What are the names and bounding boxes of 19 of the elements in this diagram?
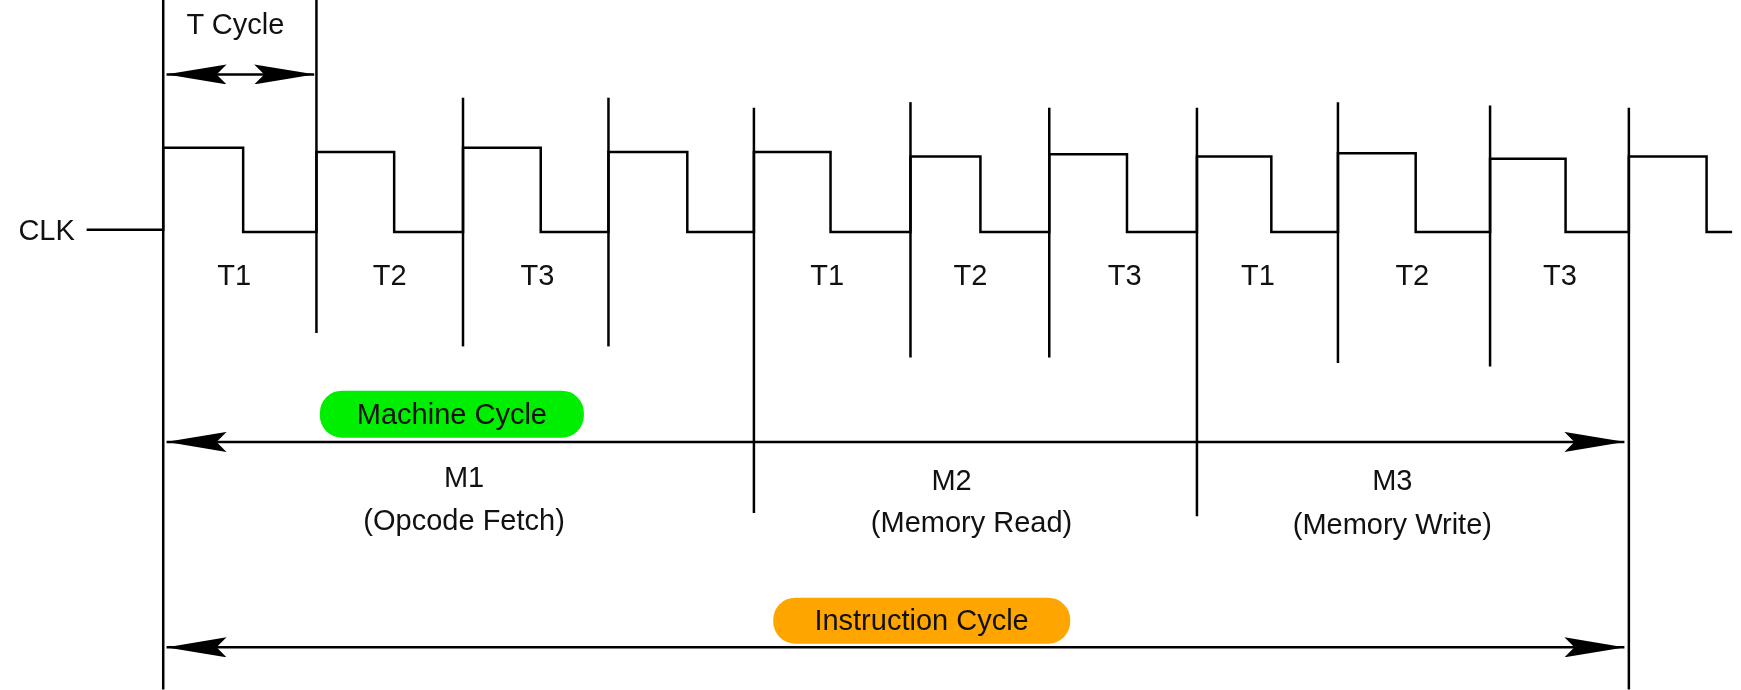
instruction-cycle-tag: Instruction Cycle	[772, 597, 1071, 644]
machine-cycle-label: (Memory Read)	[870, 507, 1073, 537]
t-state-label: T3	[1543, 260, 1577, 290]
t-state-label: T1	[810, 260, 845, 290]
t-state-label: T2	[372, 260, 407, 290]
machine-cycle-label: (Opcode Fetch)	[363, 505, 565, 535]
t-state-label: T2	[953, 260, 988, 290]
signal-label: CLK	[18, 215, 75, 245]
t-state-label: T2	[1395, 260, 1430, 290]
cycle-label: T Cycle	[186, 9, 285, 39]
t-state-label: T3	[520, 260, 555, 290]
t-state-label: T1	[217, 260, 252, 290]
machine-cycle-label: M2	[931, 465, 972, 495]
machine-cycle-label: M3	[1372, 465, 1413, 495]
t-state-label: T3	[1107, 260, 1142, 290]
machine-cycle-label: (Memory Write)	[1292, 509, 1492, 539]
t-state-label: T1	[1241, 260, 1275, 290]
machine-cycle-label: M1	[443, 462, 485, 492]
machine-cycle-tag: Machine Cycle	[319, 390, 584, 438]
